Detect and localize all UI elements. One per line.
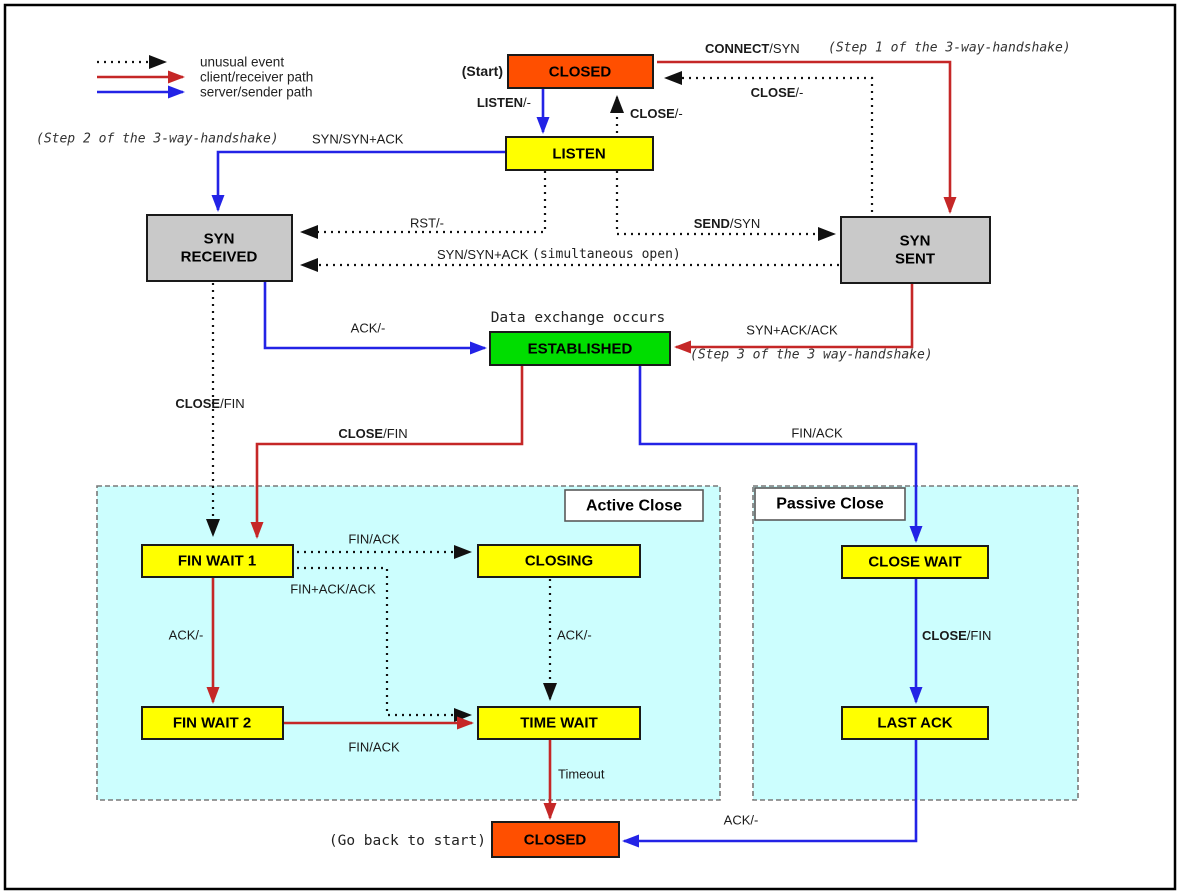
label-close-inner: CLOSE/- <box>630 106 683 121</box>
state-time-wait-label: TIME WAIT <box>520 715 598 732</box>
label-close-fin-mid: CLOSE/FIN <box>338 426 407 441</box>
label-step2: (Step 2 of the 3-way-handshake) <box>36 132 279 147</box>
label-data-exchange: Data exchange occurs <box>491 310 666 326</box>
legend-unusual-label: unusual event <box>200 55 284 70</box>
state-syn-sent: SYN SENT <box>840 216 991 284</box>
state-closed-bottom: CLOSED <box>491 821 620 858</box>
label-ack-finwait: ACK/- <box>169 628 204 643</box>
label-step3: (Step 3 of the 3 way-handshake) <box>690 348 933 363</box>
state-last-ack-box <box>841 706 989 740</box>
state-closed-top-box <box>507 54 654 89</box>
state-fin-wait-1-box <box>141 544 294 578</box>
edge-established-to-closewait <box>638 365 923 543</box>
edge-synsent-to-established <box>674 283 914 354</box>
edge-listen-to-synsent <box>615 171 836 241</box>
label-fin-ack-timewait: FIN/ACK <box>348 740 400 755</box>
legend-client-label: client/receiver path <box>200 70 313 85</box>
label-fin-ack-ack: FIN+ACK/ACK <box>290 582 376 597</box>
edge-closed-to-synsent <box>657 60 957 214</box>
label-go-back: (Go back to start) <box>329 833 486 849</box>
edge-synreceived-to-established <box>263 281 487 355</box>
active-close-title-label: Active Close <box>586 498 682 515</box>
state-syn-sent-box <box>840 216 991 284</box>
state-time-wait-box <box>477 706 641 740</box>
state-listen-box <box>505 136 654 171</box>
state-last-ack: LAST ACK <box>841 706 989 740</box>
label-fin-ack-right: FIN/ACK <box>791 426 843 441</box>
active-close-panel <box>96 485 721 801</box>
edge-lastack-to-closed <box>622 740 918 848</box>
edge-listen-to-synreceived <box>211 150 506 212</box>
state-time-wait: TIME WAIT <box>477 706 641 740</box>
label-ack-last: ACK/- <box>724 813 759 828</box>
state-fin-wait-1-label: FIN WAIT 1 <box>178 553 256 570</box>
label-close-fin-left: CLOSE/FIN <box>175 396 244 411</box>
state-close-wait: CLOSE WAIT <box>841 545 989 579</box>
label-rst: RST/- <box>410 216 444 231</box>
label-fin-ack-closing: FIN/ACK <box>348 532 400 547</box>
passive-close-title-box <box>754 487 906 521</box>
state-syn-sent-label2: SENT <box>895 251 935 268</box>
active-close-title-box <box>564 489 704 522</box>
state-established-box <box>489 331 671 366</box>
state-syn-received-box <box>146 214 293 282</box>
state-established-label: ESTABLISHED <box>528 341 633 358</box>
state-closing-box <box>477 544 641 578</box>
label-start: (Start) <box>462 63 503 79</box>
edge-synsent-to-closed <box>664 71 874 212</box>
state-syn-received-label2: RECEIVED <box>181 249 258 266</box>
state-closed-bottom-label: CLOSED <box>524 832 587 849</box>
passive-close-title: Passive Close <box>754 487 906 521</box>
label-timeout: Timeout <box>558 767 605 782</box>
label-ack-closing: ACK/- <box>557 628 592 643</box>
label-step1: (Step 1 of the 3-way-handshake) <box>828 41 1071 56</box>
label-ack-established: ACK/- <box>351 321 386 336</box>
label-send-syn: SEND/SYN <box>694 216 760 231</box>
state-listen-label: LISTEN <box>552 146 605 163</box>
label-syn-ack-ack: SYN+ACK/ACK <box>746 323 838 338</box>
state-closed-top-label: CLOSED <box>549 64 612 81</box>
label-simultaneous-open: SYN/SYN+ACK (simultaneous open) <box>437 247 681 262</box>
state-closing-label: CLOSING <box>525 553 593 570</box>
state-last-ack-label: LAST ACK <box>877 715 952 732</box>
state-listen: LISTEN <box>505 136 654 171</box>
legend-server-label: server/sender path <box>200 85 313 100</box>
label-close-top: CLOSE/- <box>751 85 804 100</box>
state-closing: CLOSING <box>477 544 641 578</box>
state-syn-received-label1: SYN <box>204 231 235 248</box>
state-fin-wait-2: FIN WAIT 2 <box>141 706 284 740</box>
label-listen: LISTEN/- <box>477 95 531 110</box>
state-fin-wait-2-label: FIN WAIT 2 <box>173 715 251 732</box>
state-closed-top: CLOSED <box>507 54 654 89</box>
state-syn-received: SYN RECEIVED <box>146 214 293 282</box>
state-established: ESTABLISHED <box>489 331 671 366</box>
active-close-title: Active Close <box>564 489 704 522</box>
label-connect-syn: CONNECT/SYN <box>705 41 800 56</box>
label-step2-event: SYN/SYN+ACK <box>312 132 404 147</box>
passive-close-title-label: Passive Close <box>776 496 884 513</box>
edge-established-to-finwait1 <box>250 365 524 539</box>
label-close-fin-passive: CLOSE/FIN <box>922 628 991 643</box>
state-syn-sent-label1: SYN <box>900 233 931 250</box>
state-close-wait-box <box>841 545 989 579</box>
state-fin-wait-2-box <box>141 706 284 740</box>
state-closed-bottom-box <box>491 821 620 858</box>
legend: unusual event client/receiver path serve… <box>97 55 313 100</box>
state-close-wait-label: CLOSE WAIT <box>868 554 961 571</box>
state-fin-wait-1: FIN WAIT 1 <box>141 544 294 578</box>
